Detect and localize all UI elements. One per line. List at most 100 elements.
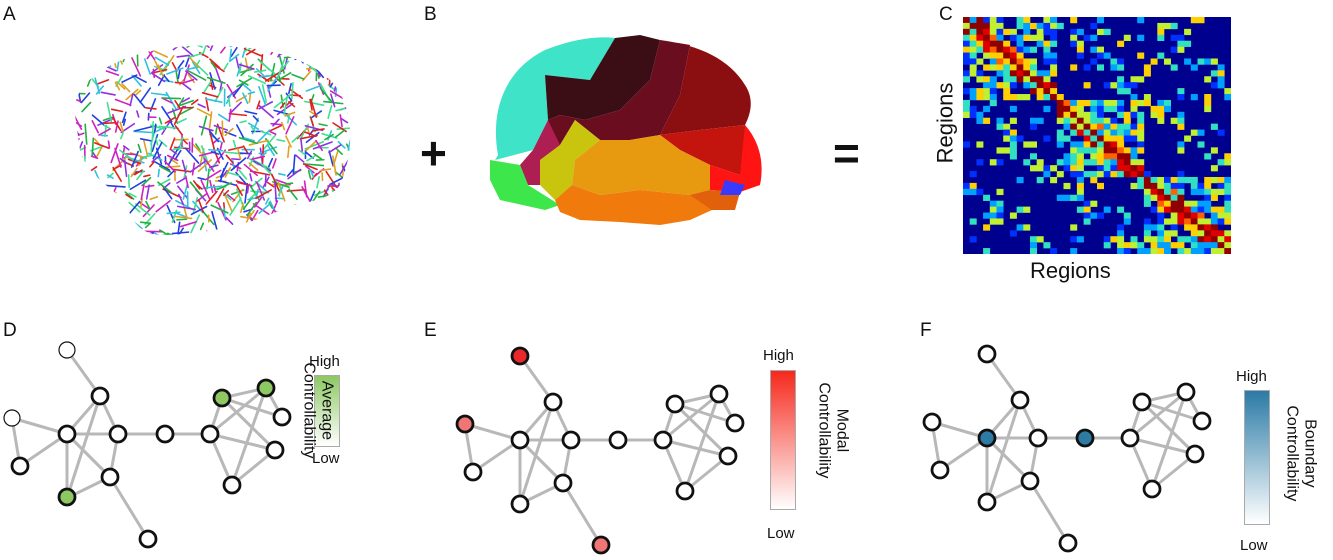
fiber-stroke xyxy=(295,39,301,40)
fiber-stroke xyxy=(345,218,351,228)
matrix-cell xyxy=(1023,46,1031,53)
matrix-cell xyxy=(989,64,997,71)
fiber-stroke xyxy=(130,150,139,168)
fiber-stroke xyxy=(176,212,189,219)
matrix-cell xyxy=(996,117,1004,124)
matrix-cell xyxy=(1190,212,1198,219)
matrix-cell xyxy=(969,22,977,30)
fiber-stroke xyxy=(318,233,337,235)
matrix-cell xyxy=(989,46,997,53)
fiber-stroke xyxy=(105,70,120,76)
matrix-cell xyxy=(1083,171,1091,178)
fiber-stroke xyxy=(229,48,232,63)
fiber-stroke xyxy=(253,223,274,228)
fiber-stroke xyxy=(181,97,191,103)
matrix-cell xyxy=(1097,182,1104,190)
fiber-stroke xyxy=(291,47,304,64)
graph-edge xyxy=(209,432,276,452)
graph-node xyxy=(977,428,997,448)
graph-node xyxy=(930,460,950,480)
fiber-stroke xyxy=(210,151,220,155)
fiber-stroke xyxy=(74,51,76,64)
fiber-stroke xyxy=(111,228,116,235)
matrix-cell xyxy=(1204,206,1212,213)
fiber-stroke xyxy=(230,46,238,58)
matrix-cell xyxy=(1083,34,1091,41)
matrix-cell xyxy=(969,171,977,178)
graph-edge xyxy=(1141,400,1203,423)
fiber-stroke xyxy=(74,182,79,194)
matrix-cell xyxy=(963,34,970,41)
fiber-stroke xyxy=(219,167,225,183)
fiber-stroke xyxy=(340,87,350,93)
fiber-stroke xyxy=(272,118,280,127)
matrix-cell xyxy=(1217,159,1225,166)
matrix-cell xyxy=(1023,76,1031,83)
fiber-stroke xyxy=(151,153,162,163)
matrix-cell xyxy=(1050,70,1058,77)
matrix-cell xyxy=(1184,28,1192,36)
matrix-cell xyxy=(1117,64,1125,71)
fiber-stroke xyxy=(284,111,296,117)
matrix-cell xyxy=(1043,70,1051,77)
matrix-cell xyxy=(1117,111,1125,119)
fiber-stroke xyxy=(223,189,230,197)
matrix-cell xyxy=(1097,159,1104,166)
matrix-cell xyxy=(976,28,984,36)
fiber-stroke xyxy=(177,118,187,124)
matrix-cell xyxy=(996,70,1004,77)
matrix-cell xyxy=(1009,70,1017,77)
fiber-stroke xyxy=(335,68,351,72)
fiber-stroke xyxy=(74,157,82,162)
matrix-cell xyxy=(1050,58,1058,65)
matrix-cell xyxy=(1036,76,1044,83)
fiber-stroke xyxy=(253,160,272,172)
matrix-cell xyxy=(1056,111,1064,119)
matrix-cell xyxy=(1197,206,1205,213)
matrix-cell xyxy=(1063,182,1071,190)
matrix-cell xyxy=(1164,188,1171,196)
matrix-cell xyxy=(963,22,970,30)
fiber-stroke xyxy=(128,192,137,198)
fiber-stroke xyxy=(94,169,103,186)
matrix-cell xyxy=(1030,88,1037,95)
matrix-cell xyxy=(1157,111,1165,119)
matrix-cell xyxy=(1204,200,1212,207)
matrix-cell xyxy=(1224,236,1231,243)
matrix-cell xyxy=(1150,236,1158,243)
fiber-stroke xyxy=(348,48,351,61)
matrix-cell xyxy=(1043,46,1051,53)
fiber-stroke xyxy=(196,108,212,117)
fiber-stroke xyxy=(232,139,237,149)
fiber-stroke xyxy=(131,57,142,77)
matrix-cell xyxy=(1117,88,1125,95)
fiber-stroke xyxy=(201,91,219,98)
fiber-stroke xyxy=(294,45,309,49)
fiber-stroke xyxy=(347,63,351,83)
matrix-cell xyxy=(1184,206,1192,213)
fiber-stroke xyxy=(139,137,152,142)
matrix-cell xyxy=(1110,171,1118,178)
fiber-stroke xyxy=(214,127,218,135)
matrix-cell xyxy=(1123,153,1131,160)
fiber-stroke xyxy=(114,81,121,91)
matrix-cell xyxy=(1130,236,1138,243)
matrix-cell xyxy=(1157,188,1165,196)
matrix-cell xyxy=(1103,242,1111,249)
fiber-stroke xyxy=(224,194,233,213)
fiber-stroke xyxy=(250,125,256,133)
fiber-stroke xyxy=(269,130,277,135)
fiber-stroke xyxy=(124,153,137,156)
matrix-cell xyxy=(963,111,970,119)
fiber-stroke xyxy=(337,45,348,46)
matrix-cell xyxy=(969,182,977,190)
fiber-stroke xyxy=(158,165,172,173)
fiber-stroke xyxy=(257,129,271,143)
matrix-cell xyxy=(1123,88,1131,95)
matrix-cell xyxy=(1150,176,1158,184)
fiber-stroke xyxy=(146,234,166,235)
fiber-stroke xyxy=(258,85,267,106)
fiber-stroke xyxy=(294,154,305,163)
matrix-cell xyxy=(1177,218,1185,225)
matrix-cell xyxy=(1197,224,1205,231)
